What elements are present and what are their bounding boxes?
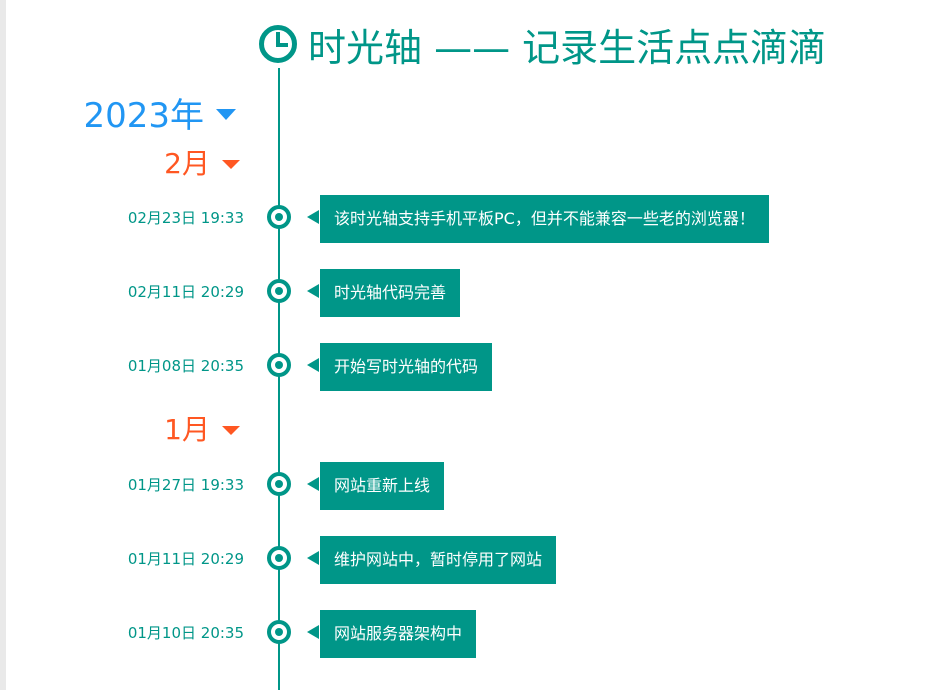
month-label: 1月 [164, 413, 210, 446]
timeline-dot-icon [267, 205, 291, 229]
card-pointer-icon [307, 210, 319, 224]
event-time: 02月23日 19:33 [127, 209, 244, 227]
clock-icon [259, 25, 297, 63]
event-card: 该时光轴支持手机平板PC，但并不能兼容一些老的浏览器！ [320, 195, 769, 243]
year-label: 2023年 [83, 96, 204, 136]
scrollbar-track [0, 0, 6, 690]
caret-down-icon[interactable] [222, 425, 240, 435]
caret-down-icon[interactable] [216, 109, 236, 120]
event-card: 网站服务器架构中 [320, 610, 477, 658]
timeline-dot-icon [267, 353, 291, 377]
timeline-dot-icon [267, 546, 291, 570]
event-card: 开始写时光轴的代码 [320, 343, 493, 391]
timeline-dot-icon [267, 620, 291, 644]
event-time: 01月27日 19:33 [127, 476, 244, 494]
card-pointer-icon [307, 551, 319, 565]
page-title: 时光轴 —— 记录生活点点滴滴 [258, 16, 826, 72]
timeline-event: 01月10日 20:35 网站服务器架构中 [0, 610, 940, 660]
caret-down-icon[interactable] [222, 159, 240, 169]
page-title-text: 时光轴 —— 记录生活点点滴滴 [308, 25, 827, 70]
event-time: 02月11日 20:29 [127, 283, 244, 301]
event-card: 时光轴代码完善 [320, 269, 461, 317]
card-pointer-icon [307, 477, 319, 491]
timeline-event: 01月27日 19:33 网站重新上线 [0, 462, 940, 512]
event-time: 01月10日 20:35 [127, 624, 244, 642]
timeline-dot-icon [267, 472, 291, 496]
event-card: 维护网站中，暂时停用了网站 [320, 536, 557, 584]
card-pointer-icon [307, 625, 319, 639]
timeline-dot-icon [267, 279, 291, 303]
card-pointer-icon [307, 358, 319, 372]
month-label: 2月 [164, 147, 210, 180]
card-pointer-icon [307, 284, 319, 298]
event-time: 01月11日 20:29 [127, 550, 244, 568]
timeline-event: 01月08日 20:35 开始写时光轴的代码 [0, 343, 940, 393]
month-header-feb[interactable]: 2月 [164, 142, 240, 182]
timeline-axis [278, 68, 280, 690]
year-header[interactable]: 2023年 [83, 88, 236, 137]
month-header-jan[interactable]: 1月 [164, 408, 240, 448]
timeline-event: 02月11日 20:29 时光轴代码完善 [0, 269, 940, 319]
timeline-event: 02月23日 19:33 该时光轴支持手机平板PC，但并不能兼容一些老的浏览器！ [0, 195, 940, 245]
timeline-event: 01月11日 20:29 维护网站中，暂时停用了网站 [0, 536, 940, 586]
event-card: 网站重新上线 [320, 462, 445, 510]
event-time: 01月08日 20:35 [127, 357, 244, 375]
